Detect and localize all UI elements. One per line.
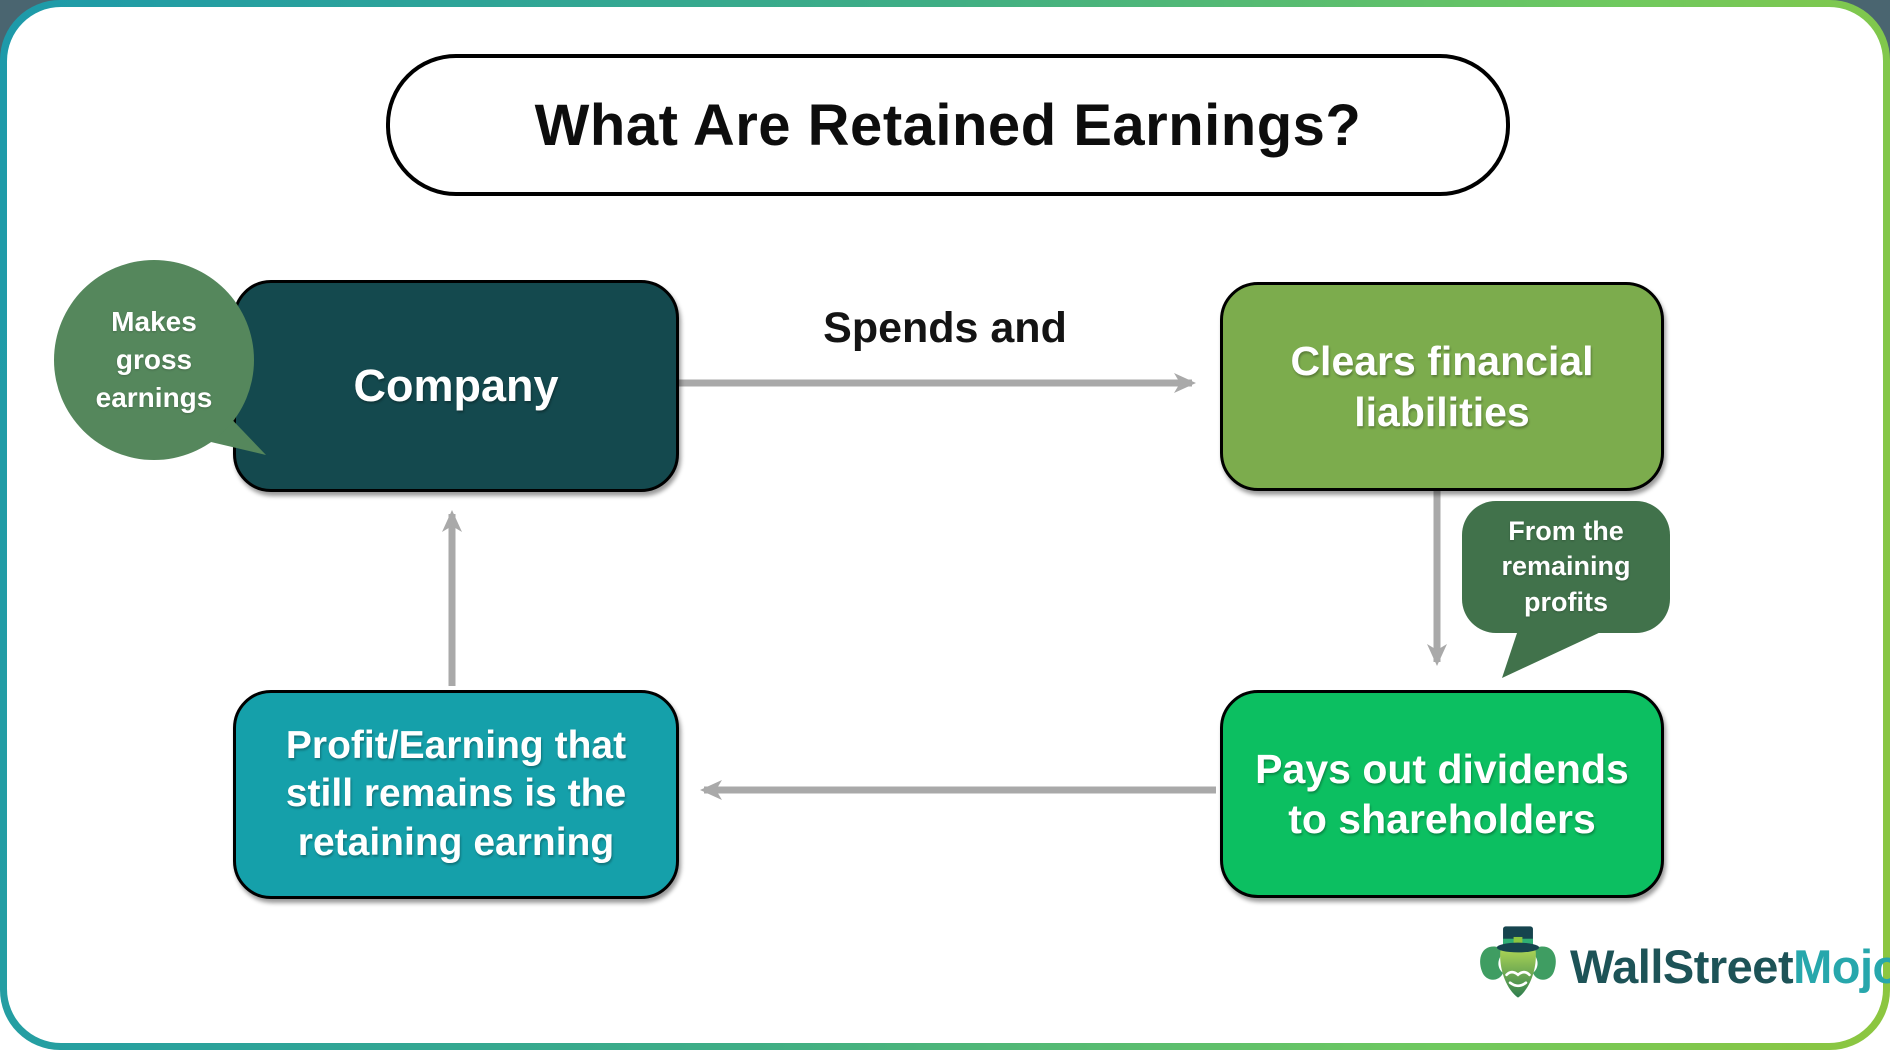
page-title-text: What Are Retained Earnings? — [534, 92, 1362, 158]
node-company-label: Company — [353, 360, 559, 411]
callout-makes-label: Makes gross earnings — [95, 306, 213, 413]
node-company: Company — [233, 280, 679, 492]
node-clears-label: Clears financial liabilities — [1290, 338, 1594, 435]
node-clears-financial-liabilities: Clears financial liabilities — [1220, 282, 1664, 491]
logo-wallstreet-text: WallStreet — [1570, 939, 1794, 993]
bull-mascot-icon — [1480, 926, 1556, 998]
callout-from-label: From the remaining profits — [1501, 516, 1631, 617]
node-retained-label: Profit/Earning that still remains is the… — [285, 723, 627, 864]
node-retained-earnings: Profit/Earning that still remains is the… — [233, 690, 679, 899]
wallstreetmojo-wordmark: WallStreetMojo — [1570, 939, 1890, 994]
arrow-label-spends-and: Spends and — [823, 304, 1067, 352]
callout-makes-gross-earnings: Makes gross earnings — [54, 260, 254, 460]
node-pays-label: Pays out dividends to shareholders — [1255, 745, 1629, 842]
node-pays-out-dividends: Pays out dividends to shareholders — [1220, 690, 1664, 898]
page-title: What Are Retained Earnings? — [386, 54, 1510, 196]
wallstreetmojo-logo: WallStreetMojo — [1474, 922, 1890, 1010]
logo-mojo-text: Mojo — [1793, 939, 1890, 993]
callout-from-remaining-profits: From the remaining profits — [1462, 501, 1670, 633]
